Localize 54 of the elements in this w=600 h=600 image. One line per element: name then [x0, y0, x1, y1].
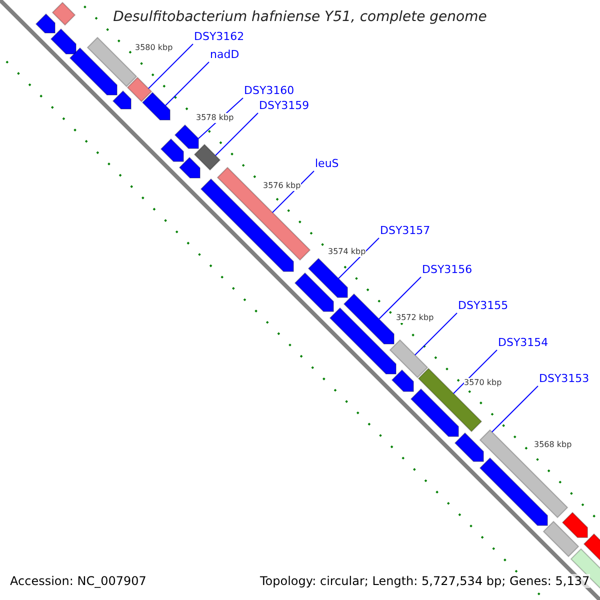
position-label: 3568 kbp [534, 440, 572, 450]
position-label: 3574 kbp [328, 247, 366, 257]
position-label: 3570 kbp [464, 378, 502, 388]
gene-block [308, 258, 348, 298]
gene-bar [194, 144, 221, 171]
leader-line [272, 170, 314, 213]
gene-block [142, 92, 170, 120]
gene-block [112, 90, 132, 110]
gene-block [583, 533, 600, 563]
gene-bar [52, 2, 76, 26]
gene-label: DSY3156 [422, 263, 472, 277]
gene-block [160, 138, 184, 162]
gene-label: DSY3160 [244, 84, 294, 98]
leader-line [148, 44, 194, 89]
gene-label: DSY3162 [194, 30, 244, 44]
gene-bar [86, 36, 138, 88]
gene-block [50, 28, 76, 54]
gene-bar [389, 339, 428, 378]
leader-line [378, 276, 422, 320]
leader-line [338, 238, 380, 279]
gene-label: DSY3159 [259, 99, 310, 113]
gene-block [294, 272, 334, 312]
position-label: 3576 kbp [263, 181, 301, 191]
gene-label: DSY3155 [458, 299, 508, 313]
leader-line [165, 62, 210, 106]
gene-block [479, 457, 548, 526]
gene-label: DSY3157 [380, 224, 430, 238]
position-label: 3572 kbp [396, 313, 434, 323]
gene-bar [418, 368, 482, 432]
gene-label: leuS [315, 157, 339, 171]
title: Desulfitobacterium hafniense Y51, complete genome [112, 10, 488, 24]
gene-block [178, 156, 200, 178]
gene-block [391, 369, 414, 392]
gene-block [69, 47, 118, 96]
leader-line [492, 386, 538, 432]
gene-block [562, 512, 588, 538]
gene-bar [542, 520, 580, 558]
leader-line [215, 112, 258, 156]
accession-text: Accession: NC_007907 [10, 574, 146, 588]
gene-label: DSY3153 [539, 372, 590, 386]
gene-block [343, 293, 394, 344]
gene-block [174, 124, 199, 149]
position-label: 3580 kbp [135, 43, 173, 53]
gene-label: nadD [210, 48, 240, 62]
gene-block [410, 388, 459, 437]
gene-block [35, 13, 56, 34]
genome-summary-text: Topology: circular; Length: 5,727,534 bp; Genes: 5,137 [260, 574, 590, 588]
gene-block [329, 307, 396, 374]
leader-line [414, 312, 458, 356]
leader-line [453, 350, 498, 394]
position-label: 3578 kbp [196, 113, 234, 123]
gene-bar [126, 76, 152, 102]
gene-label: DSY3154 [498, 336, 548, 350]
gene-bar [216, 166, 311, 261]
